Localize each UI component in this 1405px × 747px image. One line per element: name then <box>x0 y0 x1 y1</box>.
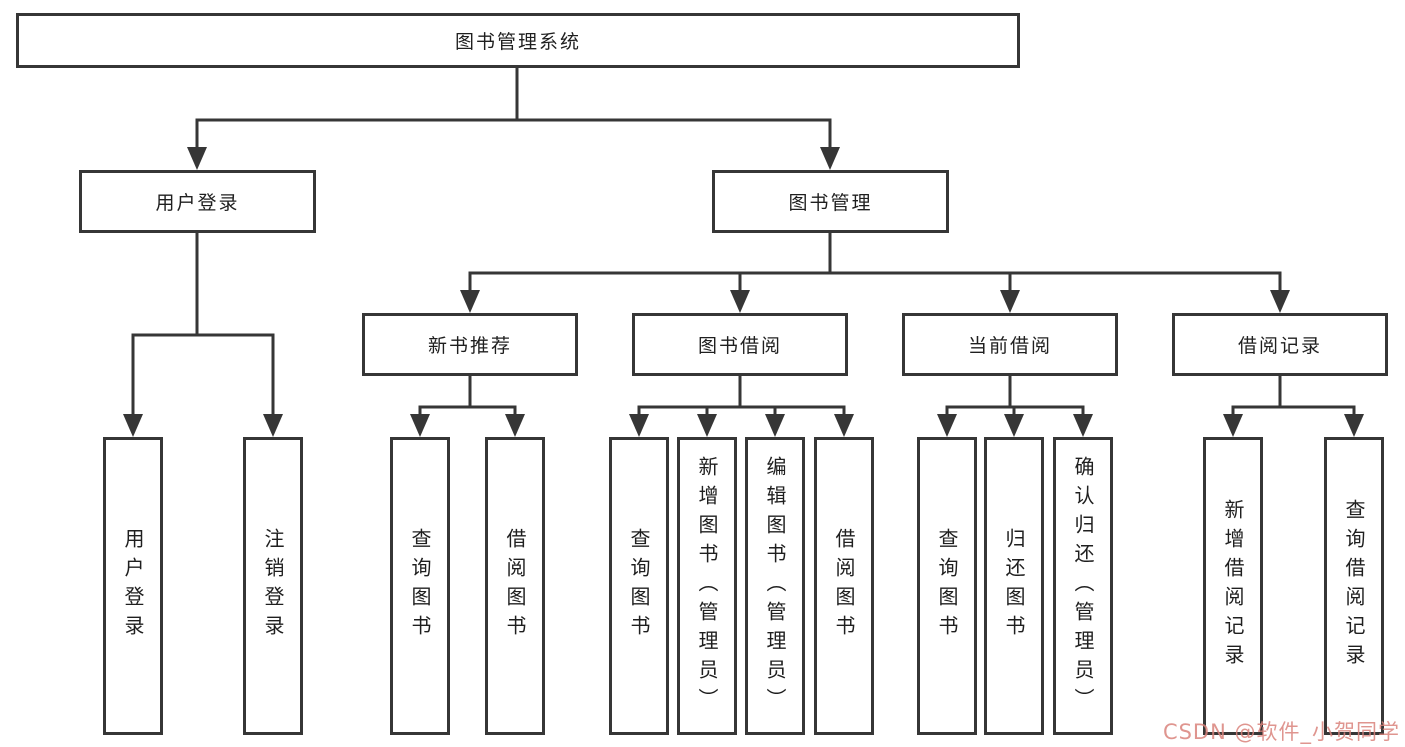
connector-new-book-recommend <box>410 374 525 437</box>
node-new-book-recommend: 新书推荐 <box>362 313 578 376</box>
node-book-borrowing: 图书借阅 <box>632 313 848 376</box>
connector-borrowing-records <box>1223 374 1364 437</box>
node-leaf-add-borrow-record: 新增借阅记录 <box>1203 437 1263 735</box>
node-leaf-query-books-2: 查询图书 <box>609 437 669 735</box>
csdn-watermark: CSDN @软件_小贺同学 <box>1162 720 1400 744</box>
node-leaf-borrow-books-2: 借阅图书 <box>814 437 874 735</box>
node-leaf-borrow-books-1: 借阅图书 <box>485 437 545 735</box>
node-leaf-confirm-return-admin: 确认归还（管理员） <box>1053 437 1113 735</box>
node-leaf-add-book-admin: 新增图书（管理员） <box>677 437 737 735</box>
node-leaf-logout: 注销登录 <box>243 437 303 735</box>
node-leaf-user-login: 用户登录 <box>103 437 163 735</box>
connector-user-login <box>123 231 283 437</box>
node-user-login: 用户登录 <box>79 170 316 233</box>
node-leaf-query-books-1: 查询图书 <box>390 437 450 735</box>
node-library-system: 图书管理系统 <box>16 13 1020 68</box>
node-book-management: 图书管理 <box>712 170 949 233</box>
connector-book-borrowing <box>629 374 854 437</box>
connector-current-borrowing <box>937 374 1093 437</box>
node-current-borrowing: 当前借阅 <box>902 313 1118 376</box>
connector-root <box>187 66 840 170</box>
node-leaf-return-book: 归还图书 <box>984 437 1044 735</box>
node-leaf-query-books-3: 查询图书 <box>917 437 977 735</box>
node-leaf-edit-book-admin: 编辑图书（管理员） <box>745 437 805 735</box>
node-leaf-query-borrow-record: 查询借阅记录 <box>1324 437 1384 735</box>
connector-book-management <box>460 231 1290 313</box>
node-borrowing-records: 借阅记录 <box>1172 313 1388 376</box>
